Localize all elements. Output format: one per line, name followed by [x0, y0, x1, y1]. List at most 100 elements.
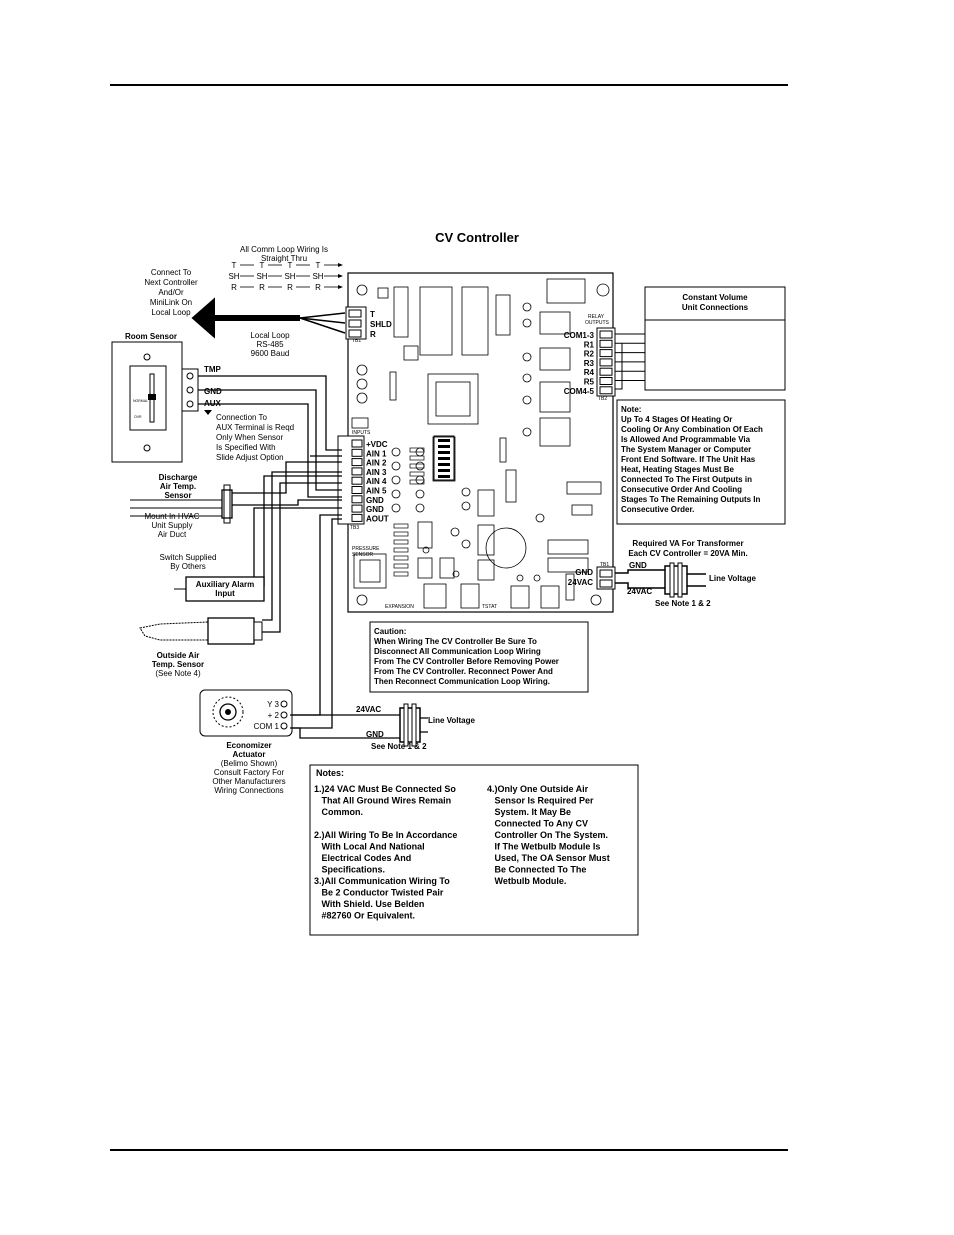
aux-note-1: Connection To	[216, 413, 268, 422]
notes-box	[309, 764, 639, 936]
eco-desc-2: Consult Factory For	[214, 768, 285, 777]
transformer-24vac: 24VAC	[627, 587, 652, 596]
tb1-terminal-block: GND 24VAC	[568, 566, 616, 590]
resistor	[393, 547, 409, 553]
notes-left-line: Common.	[314, 807, 363, 817]
comm-row-label: SH	[228, 272, 239, 281]
aux-note-4: Is Specified With	[216, 443, 276, 452]
aux-alarm-2: Input	[215, 589, 235, 598]
dip-lever	[438, 475, 450, 478]
board-components	[351, 278, 610, 609]
notes-left-line: 2.)All Wiring To Be In Accordance	[314, 830, 457, 840]
room-sensor-ovr: OVR	[134, 415, 142, 419]
relay-terminal	[599, 349, 613, 358]
dip-lever	[438, 457, 450, 460]
discharge-mount-2: Unit Supply	[152, 521, 193, 530]
dip-lever	[438, 445, 450, 448]
eco-gnd: GND	[366, 730, 384, 739]
input-label: GND	[366, 505, 384, 514]
relay-note-line: Consecutive Order And Cooling	[621, 485, 742, 494]
inputs-tb-label: TB3	[350, 525, 359, 531]
dip-lever	[438, 439, 450, 442]
connect-to-5: Local Loop	[151, 308, 191, 317]
pressure-label-1: PRESSURE	[352, 546, 380, 552]
room-term-gnd: GND	[204, 387, 222, 396]
comm-row-arrow	[338, 285, 343, 289]
resistor	[393, 571, 409, 577]
input-terminal	[351, 467, 363, 476]
input-label: AIN 1	[366, 449, 387, 458]
transformer-gnd: GND	[629, 561, 647, 570]
relay-label: R5	[584, 378, 595, 387]
input-label: +VDC	[366, 440, 388, 449]
room-term-tmp: TMP	[204, 365, 222, 374]
notes-left-line: With Local And National	[314, 842, 425, 852]
relay-note-line: Is Allowed And Programmable Via	[621, 435, 751, 444]
notes-right-line: Be Connected To The	[487, 865, 586, 875]
connect-to-3: And/Or	[158, 288, 184, 297]
notes-title: Notes:	[316, 768, 344, 778]
pressure-label-2: SENSOR	[352, 552, 374, 558]
inputs-terminal-block	[337, 435, 365, 525]
relay-note-line: The System Manager or Computer	[621, 445, 751, 454]
relay-label: R1	[584, 340, 595, 349]
relay-com-wire	[615, 343, 623, 390]
caution-line: Disconnect All Communication Loop Wiring	[374, 647, 541, 656]
relay-terminal	[599, 339, 613, 348]
resistor	[409, 471, 425, 477]
caution-box	[369, 621, 589, 693]
notes-right-line: Connected To Any CV	[487, 819, 588, 829]
input-terminal	[351, 513, 363, 522]
local-loop-3: 9600 Baud	[251, 349, 290, 358]
input-label: GND	[366, 496, 384, 505]
aux-alarm-1: Auxiliary Alarm	[196, 580, 254, 589]
comm-row-label: T	[288, 261, 293, 270]
connect-to-2: Next Controller	[144, 278, 198, 287]
room-sensor: Room Sensor NORMAL OVR TMP GND AUX Conne…	[111, 332, 294, 463]
notes-left-line: #82760 Or Equivalent.	[314, 911, 415, 921]
discharge-title-1: Discharge	[159, 473, 198, 482]
caution-line: From The CV Controller. Reconnect Power …	[374, 667, 553, 676]
notes-left-line: That All Ground Wires Remain	[314, 796, 451, 806]
cv-box	[644, 286, 786, 391]
comm-row-label: T	[232, 261, 237, 270]
comm-row-label: R	[259, 283, 265, 292]
input-label: AIN 3	[366, 468, 387, 477]
resistor	[393, 531, 409, 537]
notes-left-line: With Shield. Use Belden	[314, 899, 424, 909]
relay-note-line: Heat, Heating Stages Must Be	[621, 465, 734, 474]
discharge-title-2: Air Temp.	[160, 482, 196, 491]
board-resistors	[393, 447, 425, 577]
comm-row-arrow	[338, 263, 343, 267]
notes-right-line: System. It May Be	[487, 807, 571, 817]
notes-left-line: 1.)24 VAC Must Be Connected So	[314, 784, 456, 794]
resistor	[393, 555, 409, 561]
input-terminal	[351, 495, 363, 504]
transformer-tb1: Required VA For Transformer Each CV Cont…	[615, 539, 757, 608]
relay-note-line: Connected To The First Outputs in	[621, 475, 752, 484]
comm-row-label: T	[316, 261, 321, 270]
relay-label: COM1-3	[564, 331, 595, 340]
local-loop-1: Local Loop	[250, 331, 290, 340]
discharge-mount-1: Mount In HVAC	[145, 512, 200, 521]
transformer-header-1: Required VA For Transformer	[632, 539, 743, 548]
comm-terminal-block: T SHLD R	[345, 306, 392, 340]
comm-term-r: R	[370, 330, 376, 339]
tb1-gnd-label: GND	[575, 568, 593, 577]
relay-terminal	[599, 358, 613, 367]
relay-note-line: Stages To The Remaining Outputs In	[621, 495, 761, 504]
economizer: Y 3 + 2 COM 1 Economizer Actuator (Belim…	[199, 689, 476, 795]
diagram-title: CV Controller	[435, 230, 519, 245]
caution-line: Then Reconnect Communication Loop Wiring…	[374, 677, 550, 686]
notes-right-line: If The Wetbulb Module Is	[487, 842, 600, 852]
comm-arrow	[191, 297, 300, 339]
comm-row-arrow	[338, 274, 343, 278]
relay-terminal	[599, 367, 613, 376]
relay-label: R4	[584, 368, 595, 377]
input-label: AIN 5	[366, 487, 387, 496]
resistor	[409, 479, 425, 485]
dip-lever	[438, 469, 450, 472]
connect-to-1: Connect To	[151, 268, 192, 277]
comm-term-t: T	[370, 310, 375, 319]
